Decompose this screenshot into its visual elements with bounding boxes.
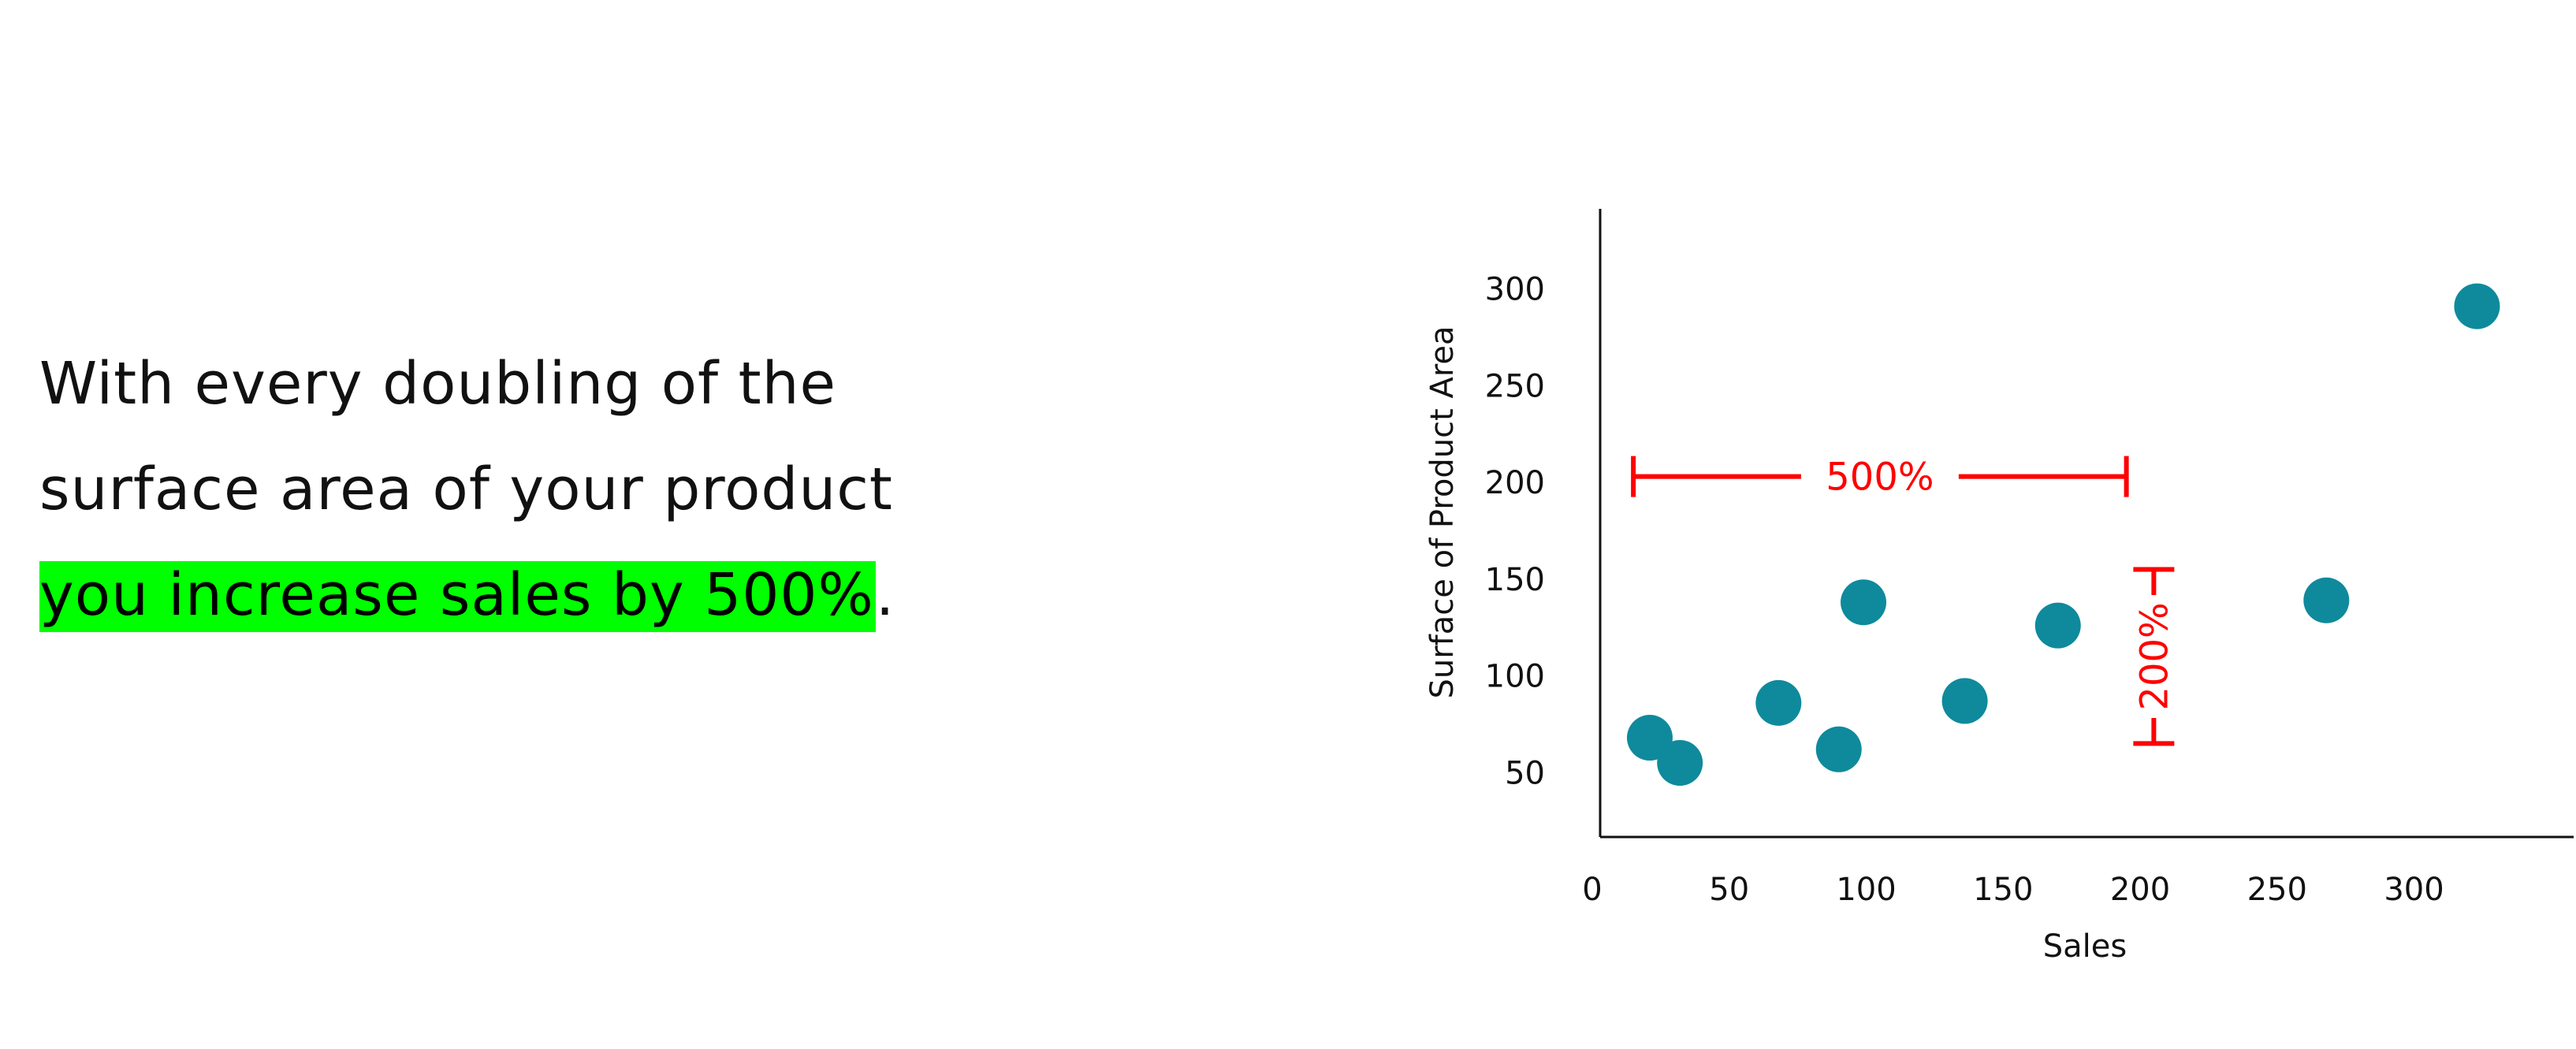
statement-text: With every doubling of the surface area … [39, 331, 1222, 648]
y-axis-title: Surface of Product Area [1424, 325, 1461, 698]
scatter-point [2303, 577, 2350, 623]
scatter-point [2034, 602, 2081, 649]
x-tick-label: 50 [1709, 872, 1749, 908]
chart-annotations: 500% 200% [1631, 456, 2176, 746]
annotation-label: 500% [1826, 456, 1934, 500]
scatter-point [1941, 678, 1988, 724]
x-tick-label: 300 [2384, 872, 2444, 908]
y-tick-label: 50 [1505, 755, 1545, 791]
x-tick-label: 100 [1836, 872, 1896, 908]
scatter-point [1755, 679, 1802, 726]
highlighted-claim: you increase sales by 500% [39, 561, 876, 632]
y-tick-label: 250 [1485, 368, 1545, 404]
chart-points [1626, 283, 2500, 786]
y-tick-label: 200 [1485, 465, 1545, 501]
scatter-point [1815, 726, 1862, 772]
x-axis-title: Sales [2043, 928, 2127, 965]
x-tick-label: 250 [2247, 872, 2307, 908]
y-tick-label: 300 [1485, 272, 1545, 308]
x-tick-label: 150 [1973, 872, 2033, 908]
statement-period: . [875, 561, 895, 629]
x-tick-label: 200 [2110, 872, 2170, 908]
scatter-point [2454, 283, 2500, 329]
y-tick-label: 100 [1485, 659, 1545, 695]
statement-line-3: you increase sales by 500%. [39, 542, 1222, 648]
y-tick-label: 150 [1485, 562, 1545, 598]
scatter-point [1841, 579, 1887, 626]
scatter-point [1657, 739, 1703, 786]
chart-axes: 0 50 100 150 200 250 300 50 100 150 200 250 300 [1485, 209, 2574, 908]
annotation-label: 200% [2132, 602, 2176, 710]
statement-line-2: surface area of your product [39, 456, 893, 523]
statement-line-1: With every doubling of the [39, 350, 837, 418]
scatter-point [1626, 715, 1673, 761]
chart-axis-labels: Sales Surface of Product Area [1424, 325, 2127, 965]
x-tick-label: 0 [1582, 872, 1602, 908]
